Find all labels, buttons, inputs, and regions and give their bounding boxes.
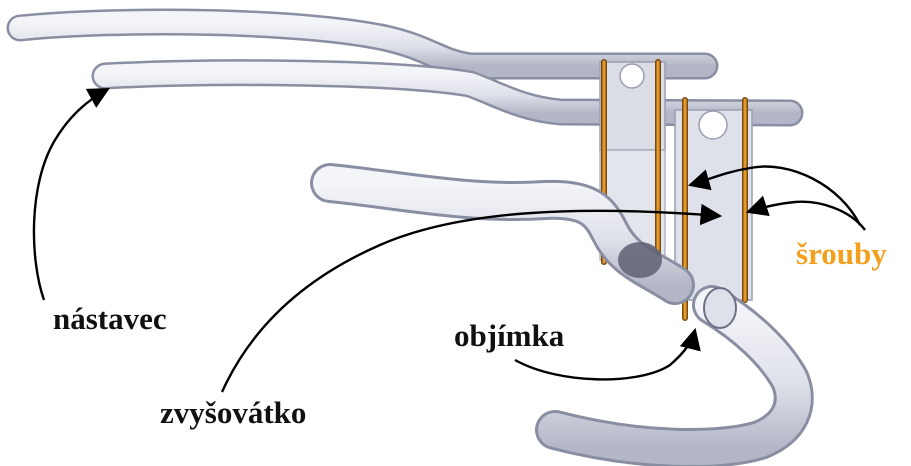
upper-extension-tube <box>20 22 705 66</box>
label-zvysovatko: zvyšovátko <box>160 397 306 428</box>
handlebar-drop <box>555 288 794 448</box>
label-nastavec: nástavec <box>53 303 167 334</box>
arrow-nastavec <box>34 89 108 300</box>
label-objimka: objímka <box>454 320 564 351</box>
label-srouby: šrouby <box>796 238 887 269</box>
